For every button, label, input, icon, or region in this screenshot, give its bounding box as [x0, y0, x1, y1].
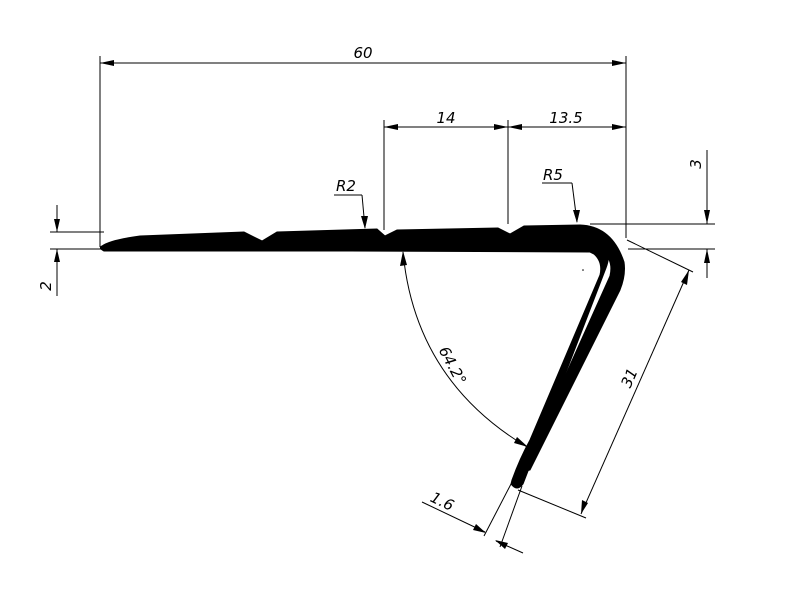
- profile-top-tread: [99, 224, 625, 473]
- dimension-label-1-6: 1.6: [428, 488, 457, 515]
- leader-small-radius: R2: [334, 177, 368, 229]
- leader-corner-radius: R5: [542, 166, 580, 223]
- dimension-overall-height: 3: [590, 150, 715, 278]
- dimension-label-14: 14: [436, 109, 455, 127]
- dimension-segment-middle: 14: [383, 109, 509, 230]
- dimension-angle: 64.2°: [400, 251, 528, 448]
- label-r2: R2: [336, 177, 356, 195]
- dimension-label-60: 60: [353, 44, 372, 62]
- dimension-label-13-5: 13.5: [549, 109, 582, 127]
- reference-dot: [582, 269, 584, 271]
- dimension-leg-thickness: 1.6: [421, 483, 524, 554]
- dimension-segment-right: 13.5: [508, 109, 626, 130]
- dimension-leg-length: 31: [517, 239, 694, 519]
- dimension-overall-width: 60: [99, 44, 627, 247]
- dimension-label-3: 3: [687, 159, 705, 169]
- label-r5: R5: [543, 166, 563, 184]
- dimension-label-2: 2: [37, 281, 55, 291]
- dimension-tread-thickness: 2: [37, 205, 104, 296]
